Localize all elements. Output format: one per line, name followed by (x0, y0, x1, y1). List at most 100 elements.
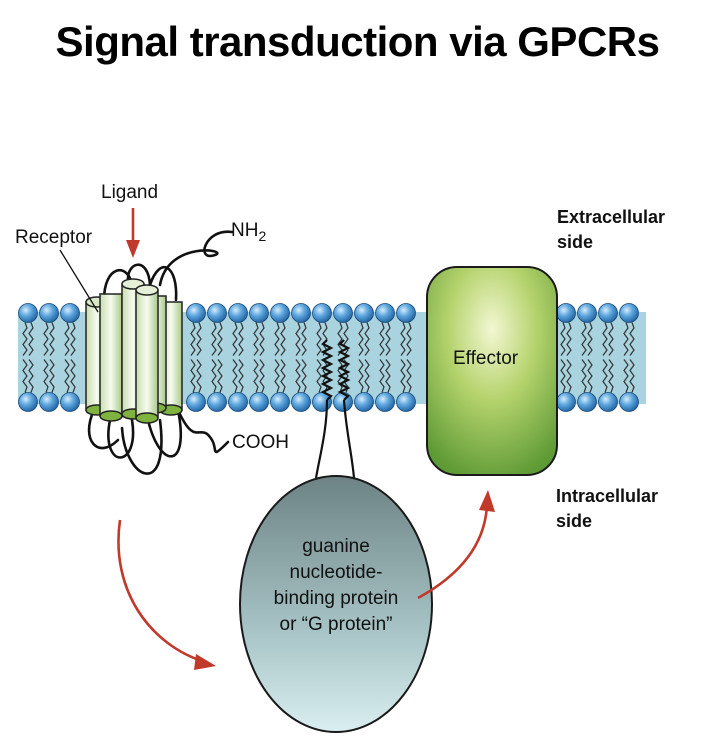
lipid-tail (566, 322, 572, 356)
lipid-head (249, 392, 269, 412)
receptor-label: Receptor (15, 227, 93, 248)
effector-protein (426, 266, 558, 476)
lipid-head (207, 303, 227, 323)
lipid-heads (18, 303, 639, 412)
extracellular-label-line1: Extracellular (557, 207, 665, 227)
lipid-head (249, 303, 269, 323)
lipid-tail (301, 359, 307, 393)
intracellular-label-line1: Intracellular (556, 486, 658, 506)
lipid-head (228, 303, 248, 323)
lipid-tail (400, 359, 406, 393)
lipid-head (556, 392, 576, 412)
lipid-tail (259, 359, 265, 393)
lipid-head (228, 392, 248, 412)
lipid-head (375, 392, 395, 412)
lipid-head (556, 303, 576, 323)
nh2-subscript: 2 (258, 228, 266, 244)
lipid-tail (560, 322, 566, 356)
lipid-tail (406, 359, 412, 393)
lipid-head (39, 303, 59, 323)
lipid-tail (280, 322, 286, 356)
gprotein-label-line3: binding protein (274, 588, 399, 609)
lipid-tail (217, 359, 223, 393)
lipid-tail (232, 359, 238, 393)
lipid-tail (587, 359, 593, 393)
lipid-head (291, 303, 311, 323)
lipid-tail (343, 322, 349, 356)
lipid-tail (602, 322, 608, 356)
lipid-tail (274, 322, 280, 356)
ligand-label: Ligand (101, 182, 158, 203)
lipid-head (60, 303, 80, 323)
lipid-tail (385, 322, 391, 356)
lipid-tail (49, 359, 55, 393)
lipid-head (354, 303, 374, 323)
lipid-head (291, 392, 311, 412)
lipid-tail (28, 359, 34, 393)
lipid-tail (232, 322, 238, 356)
ligand-arrow (126, 208, 140, 258)
lipid-head (619, 303, 639, 323)
lipid-tail (28, 322, 34, 356)
lipid-tail (623, 359, 629, 393)
cooh-label: COOH (232, 432, 289, 453)
lipid-tail (629, 359, 635, 393)
lipid-tail (581, 322, 587, 356)
lipid-head (18, 303, 38, 323)
lipid-head (39, 392, 59, 412)
page-title: Signal transduction via GPCRs (55, 18, 660, 65)
lipid-head (270, 303, 290, 323)
lipid-tail (581, 359, 587, 393)
lipid-tail (406, 322, 412, 356)
effector-label: Effector (453, 348, 519, 369)
receptor-loops (87, 230, 234, 475)
lipid-tail (196, 359, 202, 393)
gprotein-label: guanine nucleotide- binding protein or “… (274, 536, 399, 635)
lipid-head (354, 392, 374, 412)
gprotein-to-effector-arrowhead (479, 490, 495, 512)
lipid-head (396, 303, 416, 323)
lipid-head (18, 392, 38, 412)
lipid-tail (190, 322, 196, 356)
lipid-head (186, 392, 206, 412)
lipid-head (60, 392, 80, 412)
lipid-head (333, 392, 353, 412)
lipid-tail (238, 322, 244, 356)
receptor-helices (85, 278, 183, 424)
lipid-tail (379, 322, 385, 356)
lipid-tail (587, 322, 593, 356)
lipid-tail (608, 322, 614, 356)
gprotein-anchors (314, 339, 356, 479)
gprotein-label-line2: nucleotide- (290, 562, 383, 583)
gprotein-label-line1: guanine (302, 536, 370, 557)
lipid-head (396, 392, 416, 412)
lipid-head (312, 303, 332, 323)
lipid-tail (364, 359, 370, 393)
lipid-tail (566, 359, 572, 393)
receptor-to-gprotein-arrowhead (194, 654, 216, 670)
lipid-tail (295, 359, 301, 393)
lipid-tail (22, 359, 28, 393)
lipid-head (598, 392, 618, 412)
lipid-tail (70, 322, 76, 356)
intracellular-label-line2: side (556, 511, 592, 531)
lipid-tail (623, 322, 629, 356)
nh2-label: NH2 (231, 220, 266, 244)
lipid-tail (608, 359, 614, 393)
gprotein-to-effector-arrow (417, 504, 489, 600)
lipid-tail (629, 322, 635, 356)
lipid-tail (43, 322, 49, 356)
lipid-tail (280, 359, 286, 393)
lipid-tail (211, 359, 217, 393)
lipid-head (207, 392, 227, 412)
lipid-tail (295, 322, 301, 356)
lipid-tail (385, 359, 391, 393)
receptor-pointer (59, 249, 99, 313)
lipid-tail (70, 359, 76, 393)
lipid-tail (253, 322, 259, 356)
lipid-tail (196, 322, 202, 356)
lipid-tail (364, 322, 370, 356)
lipid-tail (217, 322, 223, 356)
gprotein-oval (239, 475, 433, 733)
lipid-tail (253, 359, 259, 393)
